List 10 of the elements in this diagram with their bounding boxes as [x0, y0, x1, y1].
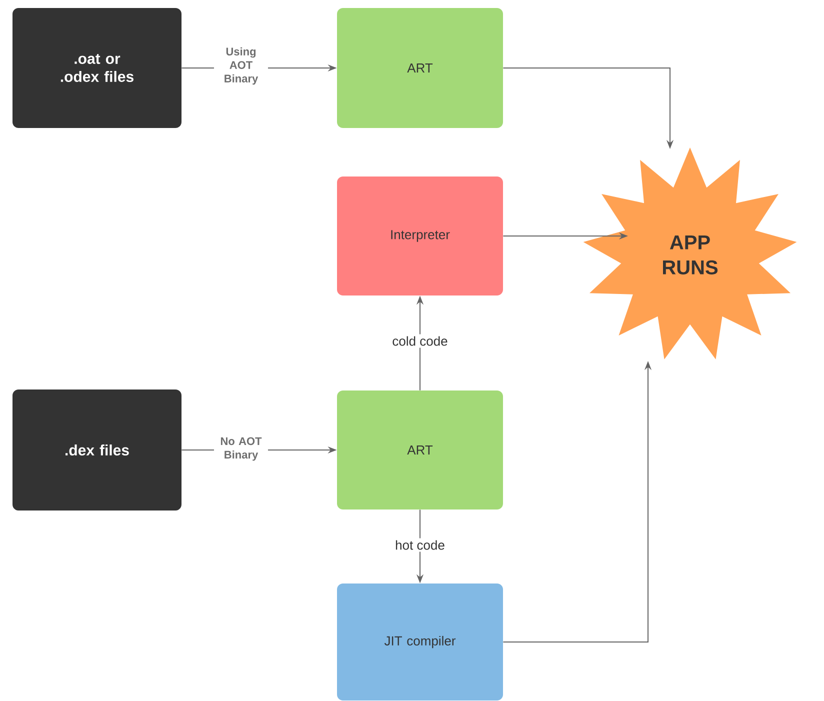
runtime-box: ART	[337, 390, 503, 510]
edge-label: No AOT Binary	[214, 436, 268, 462]
interpreter-box: Interpreter	[337, 176, 503, 296]
edge-label: Using AOT Binary	[214, 46, 268, 86]
edge-label: cold code	[390, 334, 450, 348]
runtime-box: ART	[337, 8, 503, 128]
compiler-box: JIT compiler	[337, 584, 503, 700]
file-box: .dex files	[12, 390, 182, 510]
edge-label: hot code	[393, 538, 447, 552]
file-box: .oat or .odex files	[12, 8, 182, 128]
